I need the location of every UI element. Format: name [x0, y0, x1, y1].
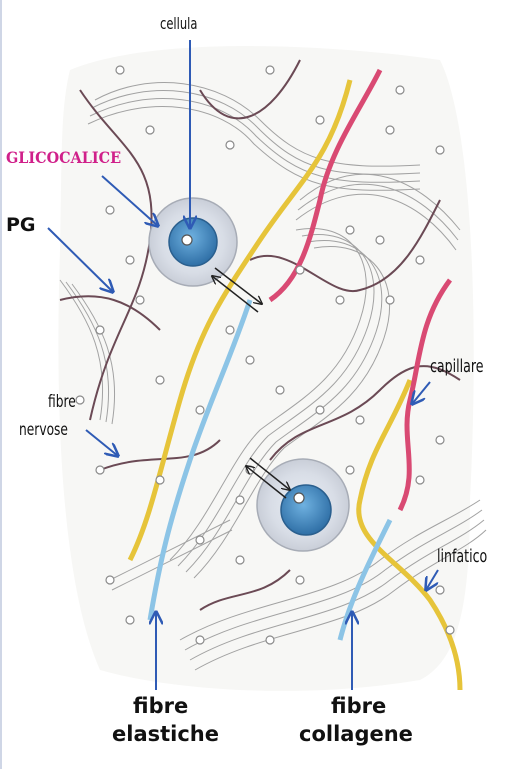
label-glicocalice: GLICOCALICE — [6, 150, 121, 166]
label-fibre-elastiche-line1: fibre — [133, 696, 188, 717]
label-cellula: cellula — [160, 16, 197, 32]
label-fibre-collagene-line2: collagene — [299, 724, 413, 745]
cell-upper — [149, 198, 237, 286]
label-pg: PG — [6, 216, 36, 235]
label-capillare: capillare — [430, 358, 484, 376]
label-fibre-nervose-line2: nervose — [19, 422, 68, 439]
label-fibre-nervose-line1: fibre — [48, 394, 76, 411]
label-fibre-elastiche-line2: elastiche — [112, 724, 219, 745]
label-fibre-collagene-line1: fibre — [331, 696, 386, 717]
cell-lower — [257, 459, 349, 551]
label-linfatico: linfatico — [437, 548, 487, 566]
left-border — [0, 0, 2, 769]
